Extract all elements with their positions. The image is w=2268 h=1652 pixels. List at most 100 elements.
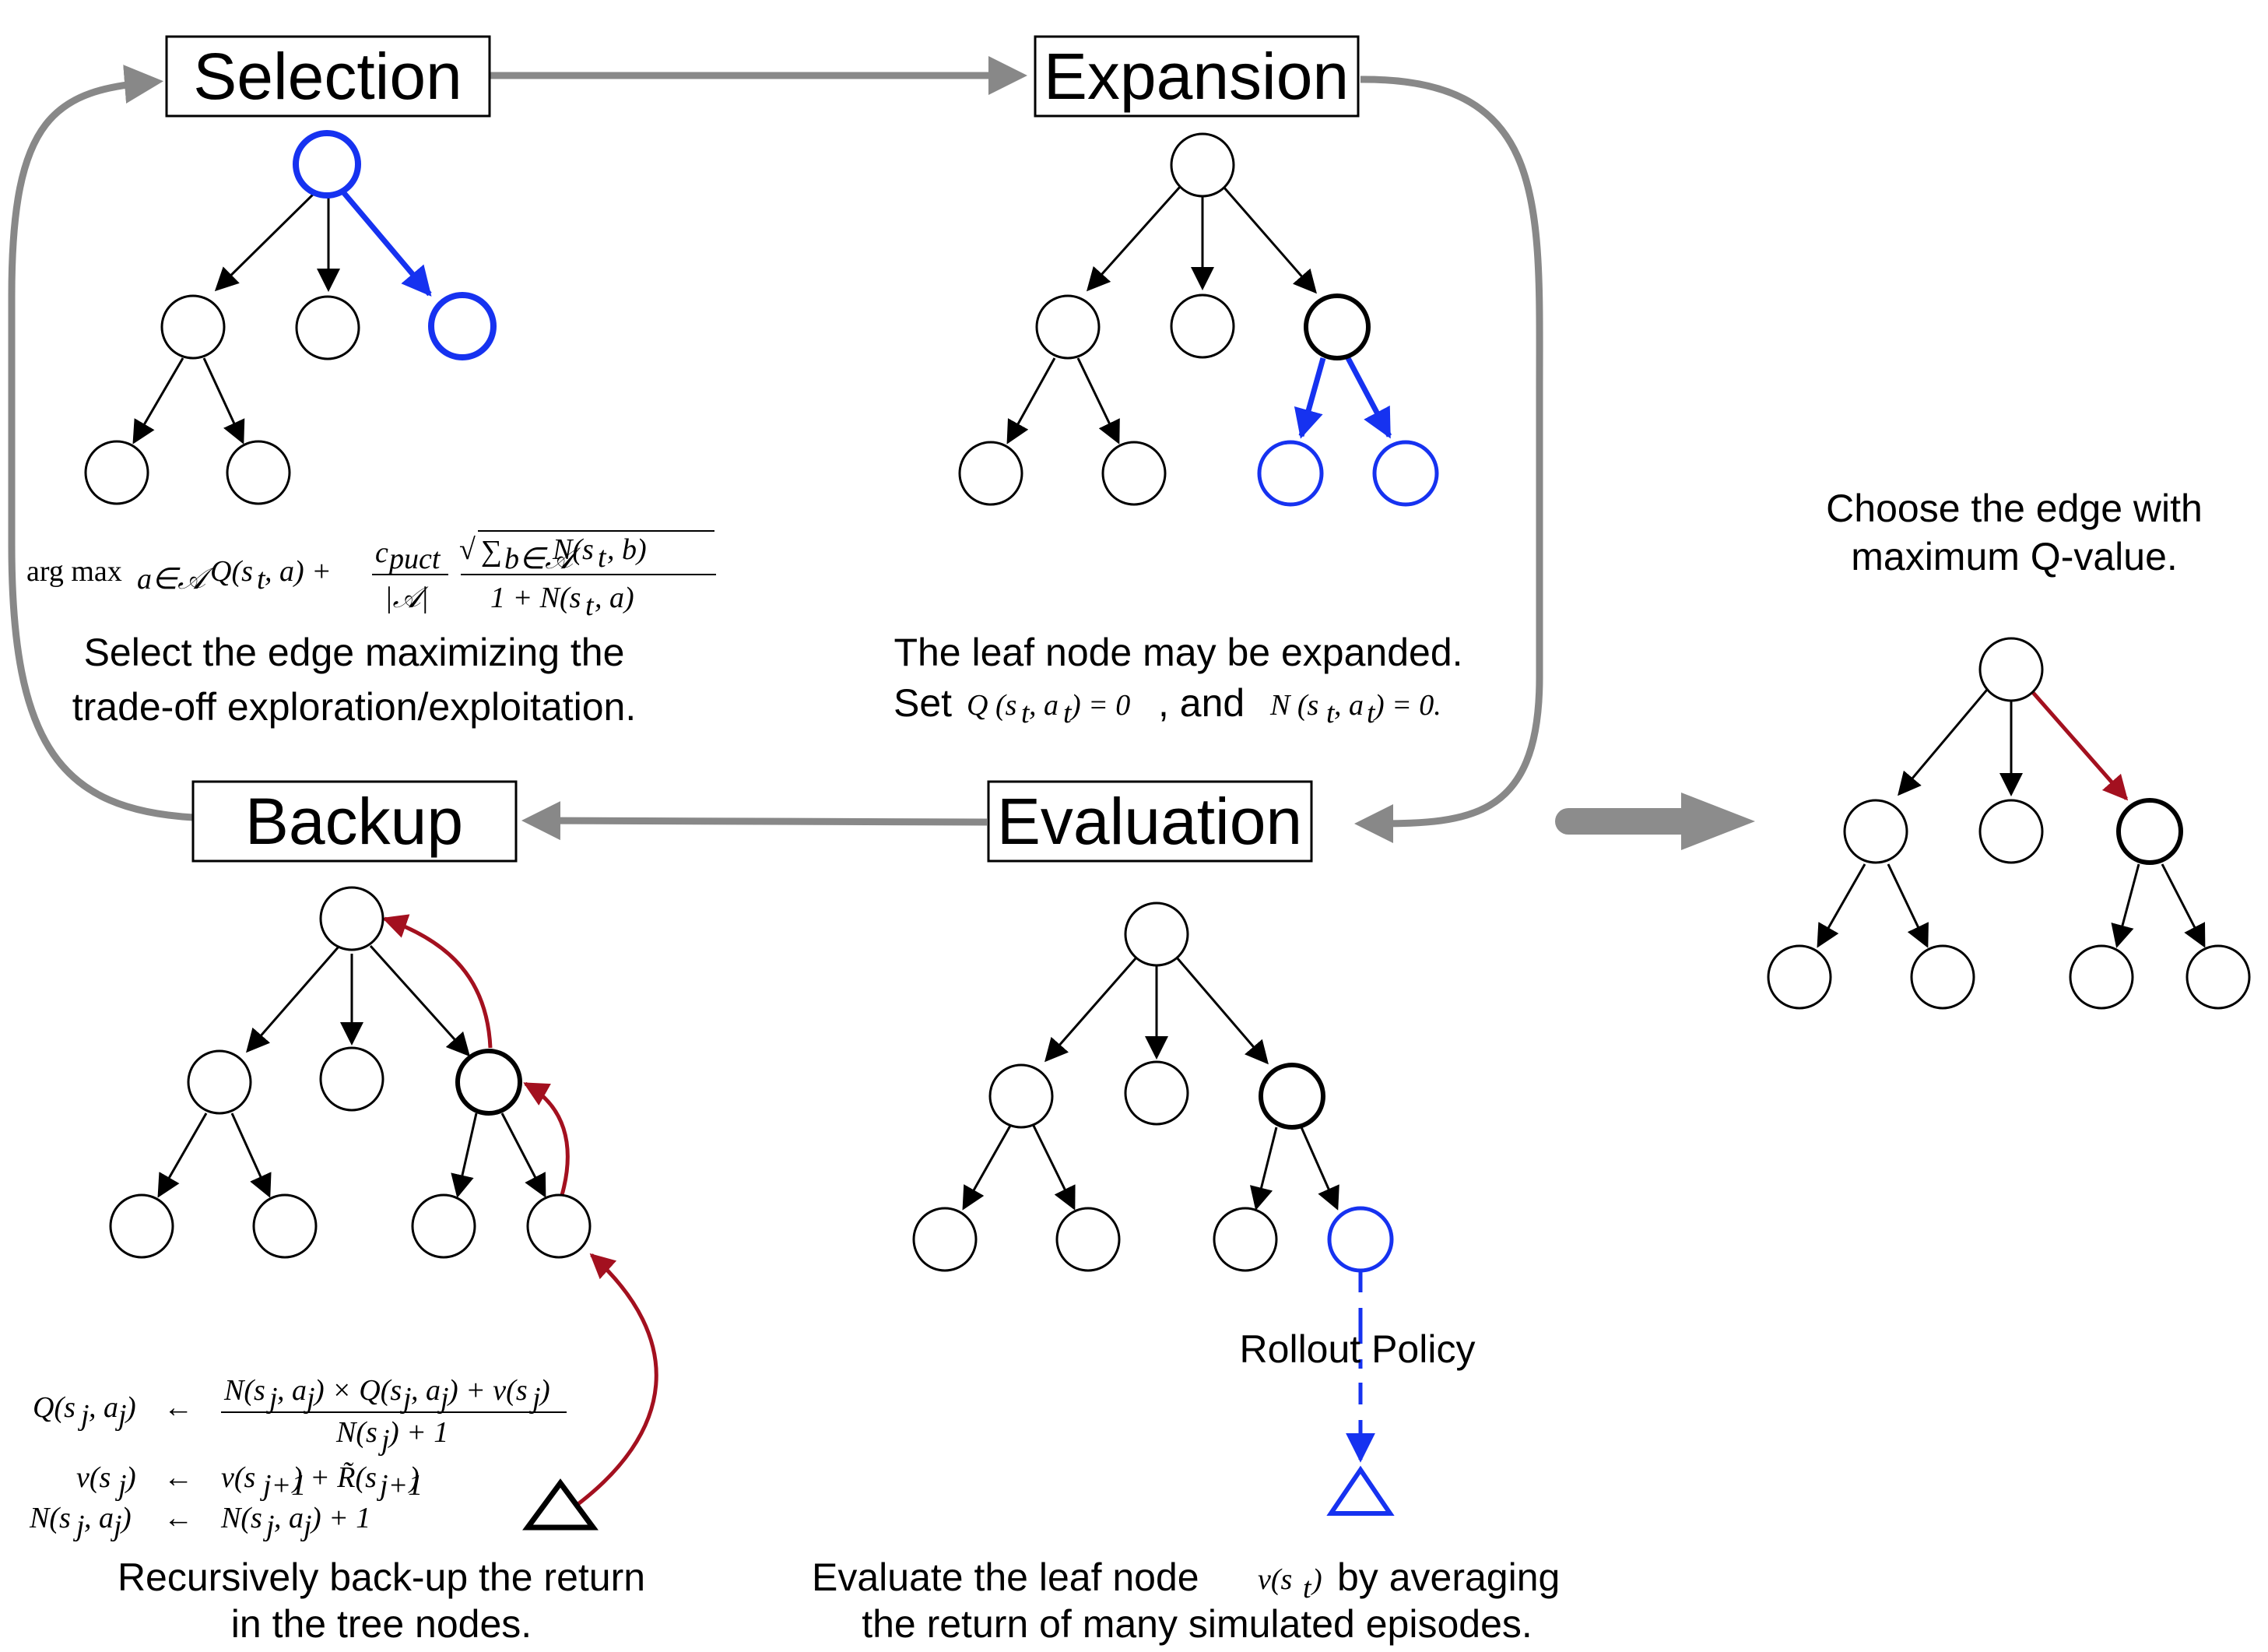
tree-node [526,1193,592,1259]
svg-text:, a: , a [277,1374,307,1407]
tree-node [912,1207,978,1272]
svg-text:t: t [1303,1572,1312,1605]
chosen-node [2116,798,2183,865]
tree-node [1170,293,1235,359]
svg-text:, a: , a [84,1502,114,1534]
backup-equations: Q(s j , a j ) ← N(s j , a j ) × Q(s j , … [29,1374,567,1542]
svg-text:): ) [539,1374,550,1407]
svg-text:j: j [528,1382,541,1415]
tree-node [319,1046,384,1112]
svg-text:N (s: N (s [1269,689,1318,722]
expansion-box: Expansion [1034,35,1360,118]
selection-caption-line1: Select the edge maximizing the [84,631,625,674]
svg-text:): ) [120,1502,132,1534]
selection-tree [84,130,497,505]
tree-node [1035,294,1101,360]
svg-text:by averaging: by averaging [1337,1555,1560,1599]
svg-text:) + v(s: ) + v(s [447,1374,528,1407]
svg-text:): ) [125,1461,136,1494]
svg-text:, a): , a) [595,582,634,614]
svg-text:): ) [1311,1563,1322,1596]
tree-node [84,440,149,505]
expanded-child-node [1372,440,1439,507]
expansion-title: Expansion [1044,40,1349,113]
rollout-policy-label: Rollout Policy [1240,1327,1476,1371]
svg-text:b∈𝒜: b∈𝒜 [504,543,581,575]
svg-text:) + 1: ) + 1 [310,1502,370,1534]
tree-node [1101,441,1167,506]
tree-node [1124,1060,1189,1126]
flow-expansion-to-evaluation [1354,76,1543,844]
tree-node [319,886,384,951]
svg-text:j: j [114,1469,127,1502]
svg-text:j: j [262,1510,275,1542]
evaluated-leaf-node [1327,1206,1394,1273]
transition-arrow [1555,793,1755,850]
svg-text:j: j [72,1510,85,1542]
svg-text:v(s: v(s [221,1461,255,1494]
svg-text:t: t [1021,697,1030,729]
tree-node [1055,1207,1121,1272]
choose-caption-line1: Choose the edge with [1826,487,2203,530]
svg-text:j: j [377,1424,390,1457]
backup-title: Backup [245,785,463,858]
selection-box: Selection [165,35,491,118]
svg-text:, and: , and [1158,681,1245,725]
evaluation-title: Evaluation [997,785,1302,858]
svg-text:c: c [375,536,388,569]
tree-node [187,1049,252,1115]
svg-text:N(s: N(s [29,1502,71,1534]
svg-text:t: t [1063,697,1073,729]
tree-node [1767,944,1832,1010]
svg-text:puct: puct [387,543,441,575]
svg-text:Q(s: Q(s [33,1391,75,1424]
svg-text:Q(s: Q(s [210,555,253,588]
backup-box: Backup [191,780,518,863]
svg-text:) = 0: ) = 0 [1069,689,1130,722]
svg-text:, a: , a [274,1502,304,1534]
svg-text:v(s: v(s [76,1461,111,1494]
svg-text:, a) +: , a) + [265,555,332,588]
tree-node [1978,637,2044,702]
svg-text:N(s: N(s [552,533,594,566]
tree-node [1124,902,1189,967]
svg-text:Evaluate the leaf node: Evaluate the leaf node [812,1555,1199,1599]
svg-text:j+1: j+1 [376,1469,423,1502]
svg-text:, b): , b) [607,533,647,566]
evaluation-box: Evaluation [987,780,1313,863]
backup-tree [109,886,658,1531]
rollout-terminal-triangle [1326,1465,1395,1516]
svg-text:) + R̃(s: ) + R̃(s [291,1461,377,1494]
terminal-return-triangle [522,1478,599,1531]
flow-cycle [8,56,1543,844]
selection-caption-line2: trade-off exploration/exploitation. [72,685,637,729]
tree-node [988,1063,1054,1129]
svg-text:j: j [265,1382,278,1415]
tree-node [1978,799,2044,864]
svg-text:j: j [77,1399,90,1432]
svg-text:←: ← [163,1461,193,1494]
svg-text:arg max: arg max [26,555,122,588]
selection-formula: arg max a∈𝒜 Q(s t , a) + c puct |𝒜| √ ∑ … [26,530,716,622]
tree-node [411,1193,476,1259]
backup-caption-line2: in the tree nodes. [231,1602,532,1646]
svg-text:a∈𝒜: a∈𝒜 [137,563,214,596]
svg-text:Q (s: Q (s [967,689,1016,722]
svg-text:) = 0.: ) = 0. [1373,689,1441,722]
expansion-tree [958,132,1439,507]
svg-text:Set: Set [894,681,952,725]
flow-evaluation-to-backup [521,801,988,841]
tree-node [295,295,360,360]
svg-text:t: t [257,563,266,596]
tree-node [1170,132,1235,198]
svg-text:|𝒜|: |𝒜| [384,582,429,614]
evaluation-caption-line2: the return of many simulated episodes. [862,1602,1532,1646]
tree-node [252,1193,318,1259]
svg-text:, a: , a [1029,689,1059,722]
tree-node [1213,1207,1278,1272]
svg-text:←: ← [163,1391,193,1424]
selection-title: Selection [193,40,462,113]
svg-text:t: t [598,541,607,574]
svg-text:v(s: v(s [1258,1563,1292,1596]
